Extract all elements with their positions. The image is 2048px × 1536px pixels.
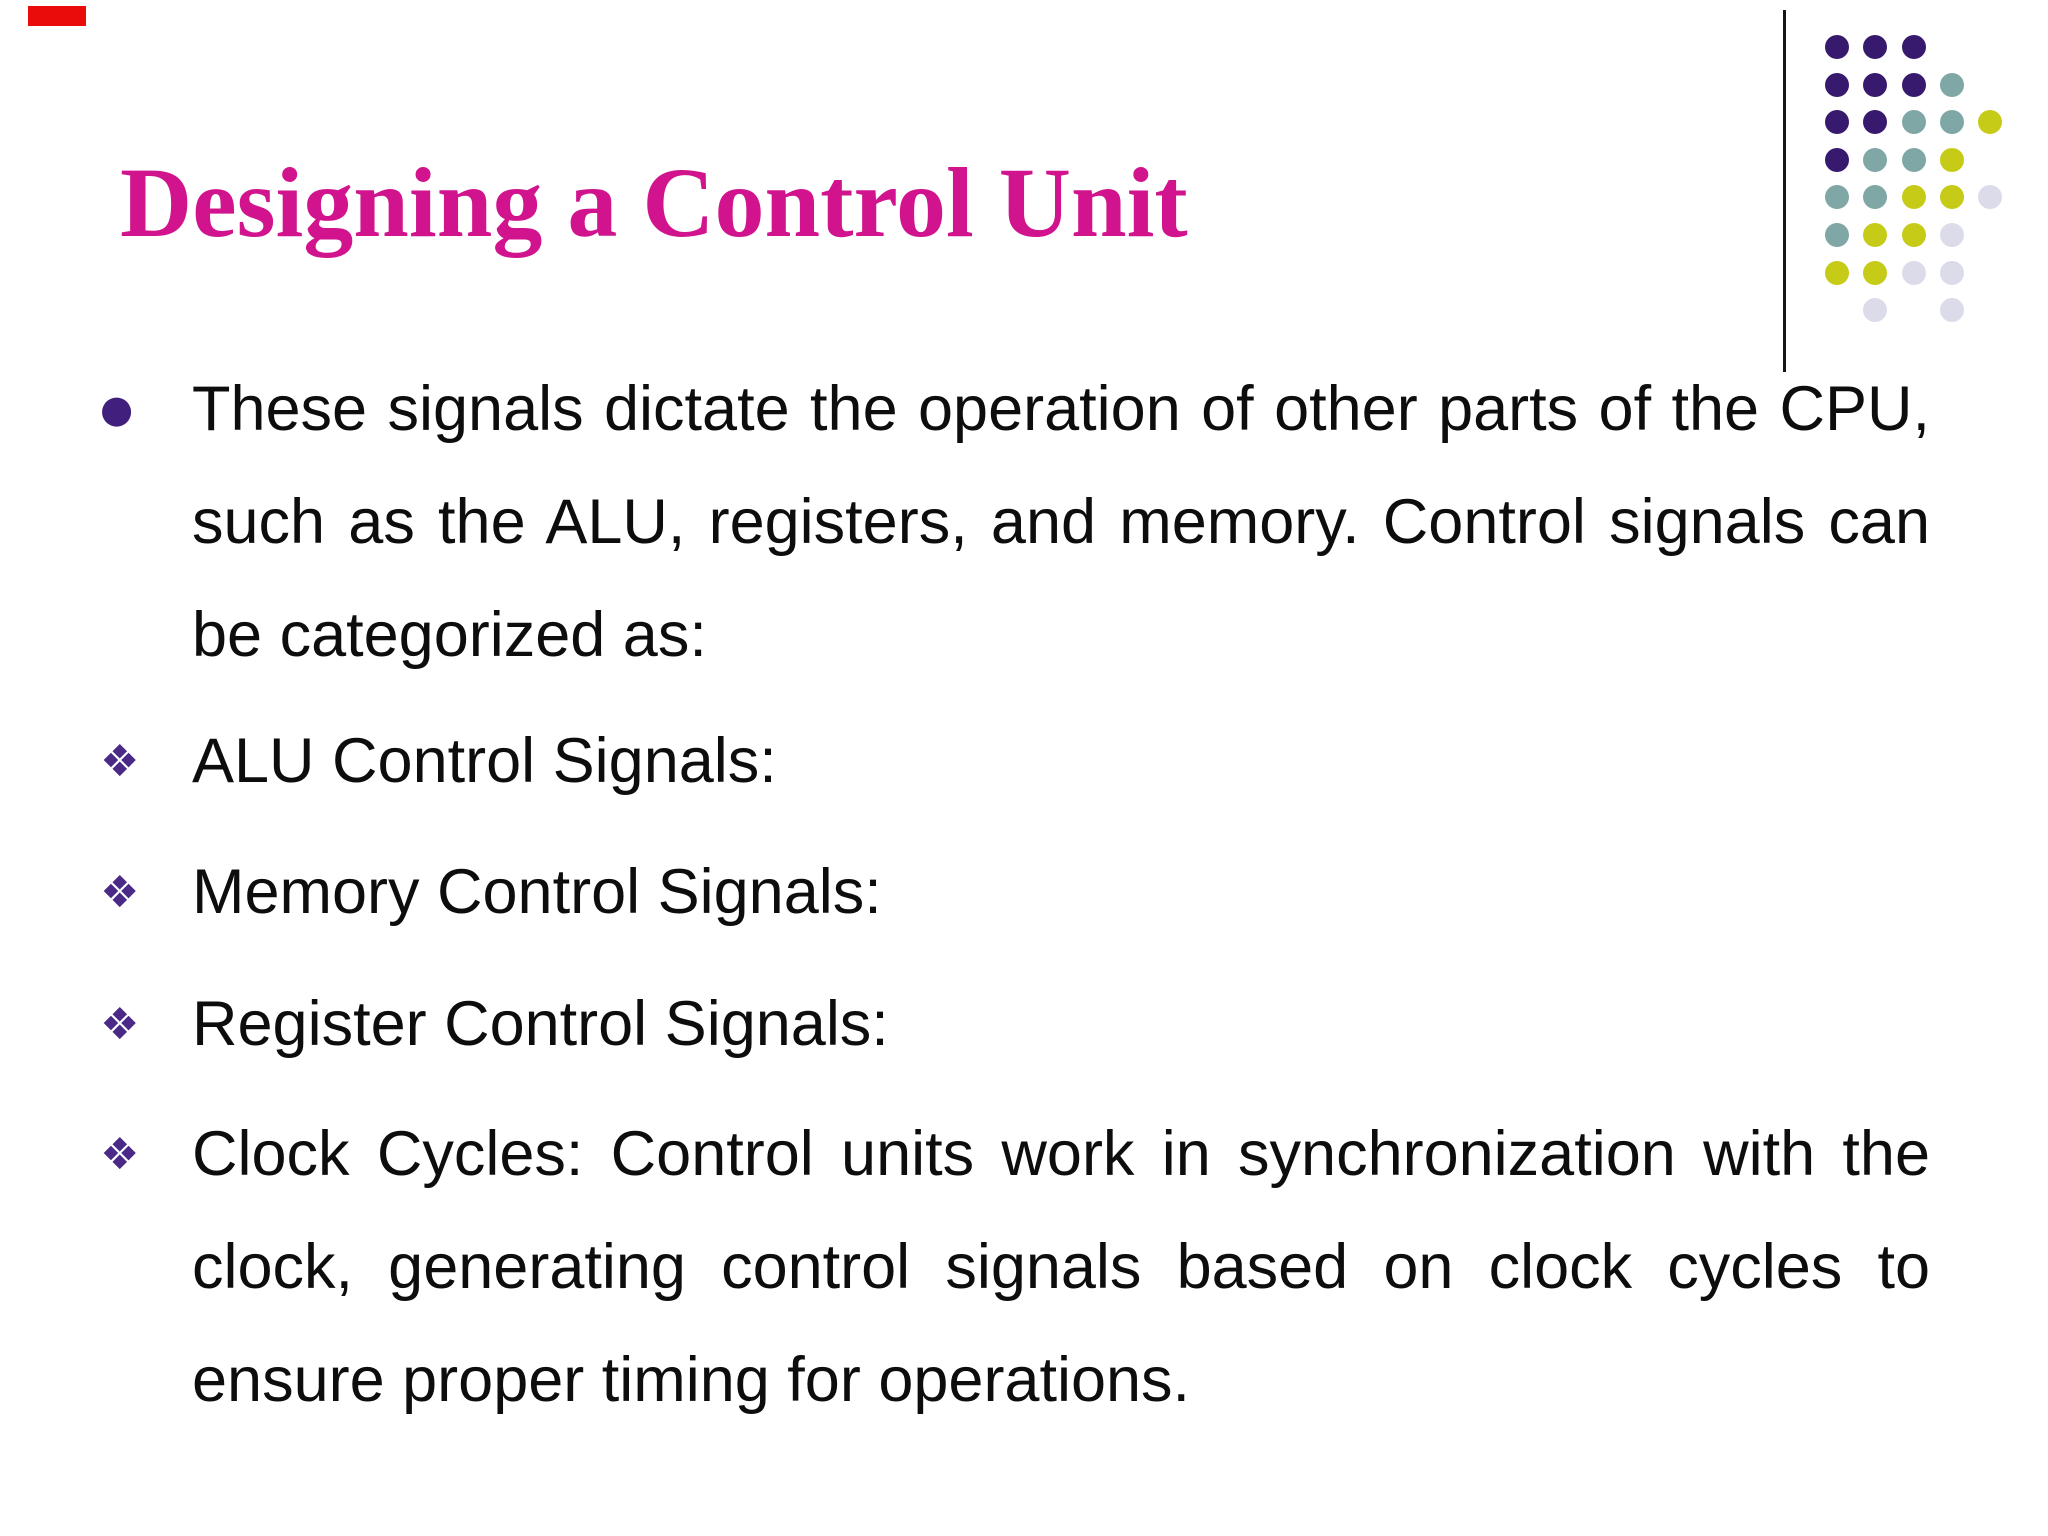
- clock-line-2: clock, generating control signals based …: [192, 1232, 1930, 1302]
- decoration-dot: [1939, 147, 1964, 172]
- clock-line-1: Clock Cycles: Control units work in sync…: [192, 1119, 1930, 1189]
- slide-body: ● These signals dictate the operation of…: [100, 353, 1930, 1437]
- decoration-dot: [1939, 223, 1964, 247]
- decoration-dot: [1863, 72, 1888, 97]
- decoration-dot: [1825, 147, 1849, 172]
- decoration-dot: [1863, 223, 1888, 247]
- red-corner-marker: [28, 6, 86, 26]
- decoration-dot: [1978, 185, 2003, 210]
- decoration-dot: [1825, 223, 1849, 247]
- bullet-item-alu: ❖ ALU Control Signals:: [100, 705, 1930, 818]
- decoration-dot: [1901, 147, 1926, 172]
- decoration-dot: [1978, 110, 2003, 135]
- disc-bullet-icon: ●: [100, 387, 134, 431]
- decoration-dot: [1939, 110, 1964, 135]
- intro-line-3: be categorized as:: [192, 600, 707, 670]
- decoration-dot: [1863, 298, 1888, 323]
- clock-line-3: ensure proper timing for operations.: [192, 1345, 1191, 1415]
- intro-line-1: These signals dictate the operation of o…: [192, 374, 1930, 444]
- bullet-item-intro: ● These signals dictate the operation of…: [100, 353, 1930, 692]
- bullet-item-clock: ❖ Clock Cycles: Control units work in sy…: [100, 1098, 1930, 1437]
- decoration-dot: [1939, 298, 1964, 323]
- memory-signals-label: Memory Control Signals:: [192, 857, 882, 927]
- decoration-dot: [1863, 185, 1888, 210]
- diamond-bullet-icon: ❖: [100, 999, 140, 1050]
- decoration-dot: [1863, 147, 1888, 172]
- register-signals-label: Register Control Signals:: [192, 989, 889, 1059]
- diamond-bullet-icon: ❖: [100, 1129, 140, 1180]
- decoration-dot: [1939, 72, 1964, 97]
- decoration-dot: [1901, 110, 1926, 135]
- decoration-dot: [1825, 35, 1849, 59]
- decoration-dot: [1901, 72, 1926, 97]
- decoration-dot: [1825, 185, 1849, 210]
- decoration-dot: [1825, 72, 1849, 97]
- alu-signals-label: ALU Control Signals:: [192, 726, 777, 796]
- decoration-dot: [1939, 260, 1964, 285]
- decoration-dot: [1901, 223, 1926, 247]
- bullet-item-register: ❖ Register Control Signals:: [100, 968, 1930, 1081]
- intro-line-2: such as the ALU, registers, and memory. …: [192, 487, 1930, 557]
- decoration-vertical-rule: [1783, 10, 1786, 372]
- diamond-bullet-icon: ❖: [100, 736, 140, 787]
- bullet-item-memory: ❖ Memory Control Signals:: [100, 836, 1930, 949]
- decoration-dot: [1863, 35, 1888, 59]
- slide-title: Designing a Control Unit: [120, 147, 1188, 258]
- diamond-bullet-icon: ❖: [100, 867, 140, 918]
- decoration-dot: [1825, 260, 1849, 285]
- decoration-dot: [1863, 110, 1888, 135]
- decoration-dot: [1901, 185, 1926, 210]
- decoration-dot: [1939, 185, 1964, 210]
- decoration-dot: [1825, 110, 1849, 135]
- decoration-dot: [1863, 260, 1888, 285]
- decoration-dot: [1901, 260, 1926, 285]
- decoration-dot: [1901, 35, 1926, 59]
